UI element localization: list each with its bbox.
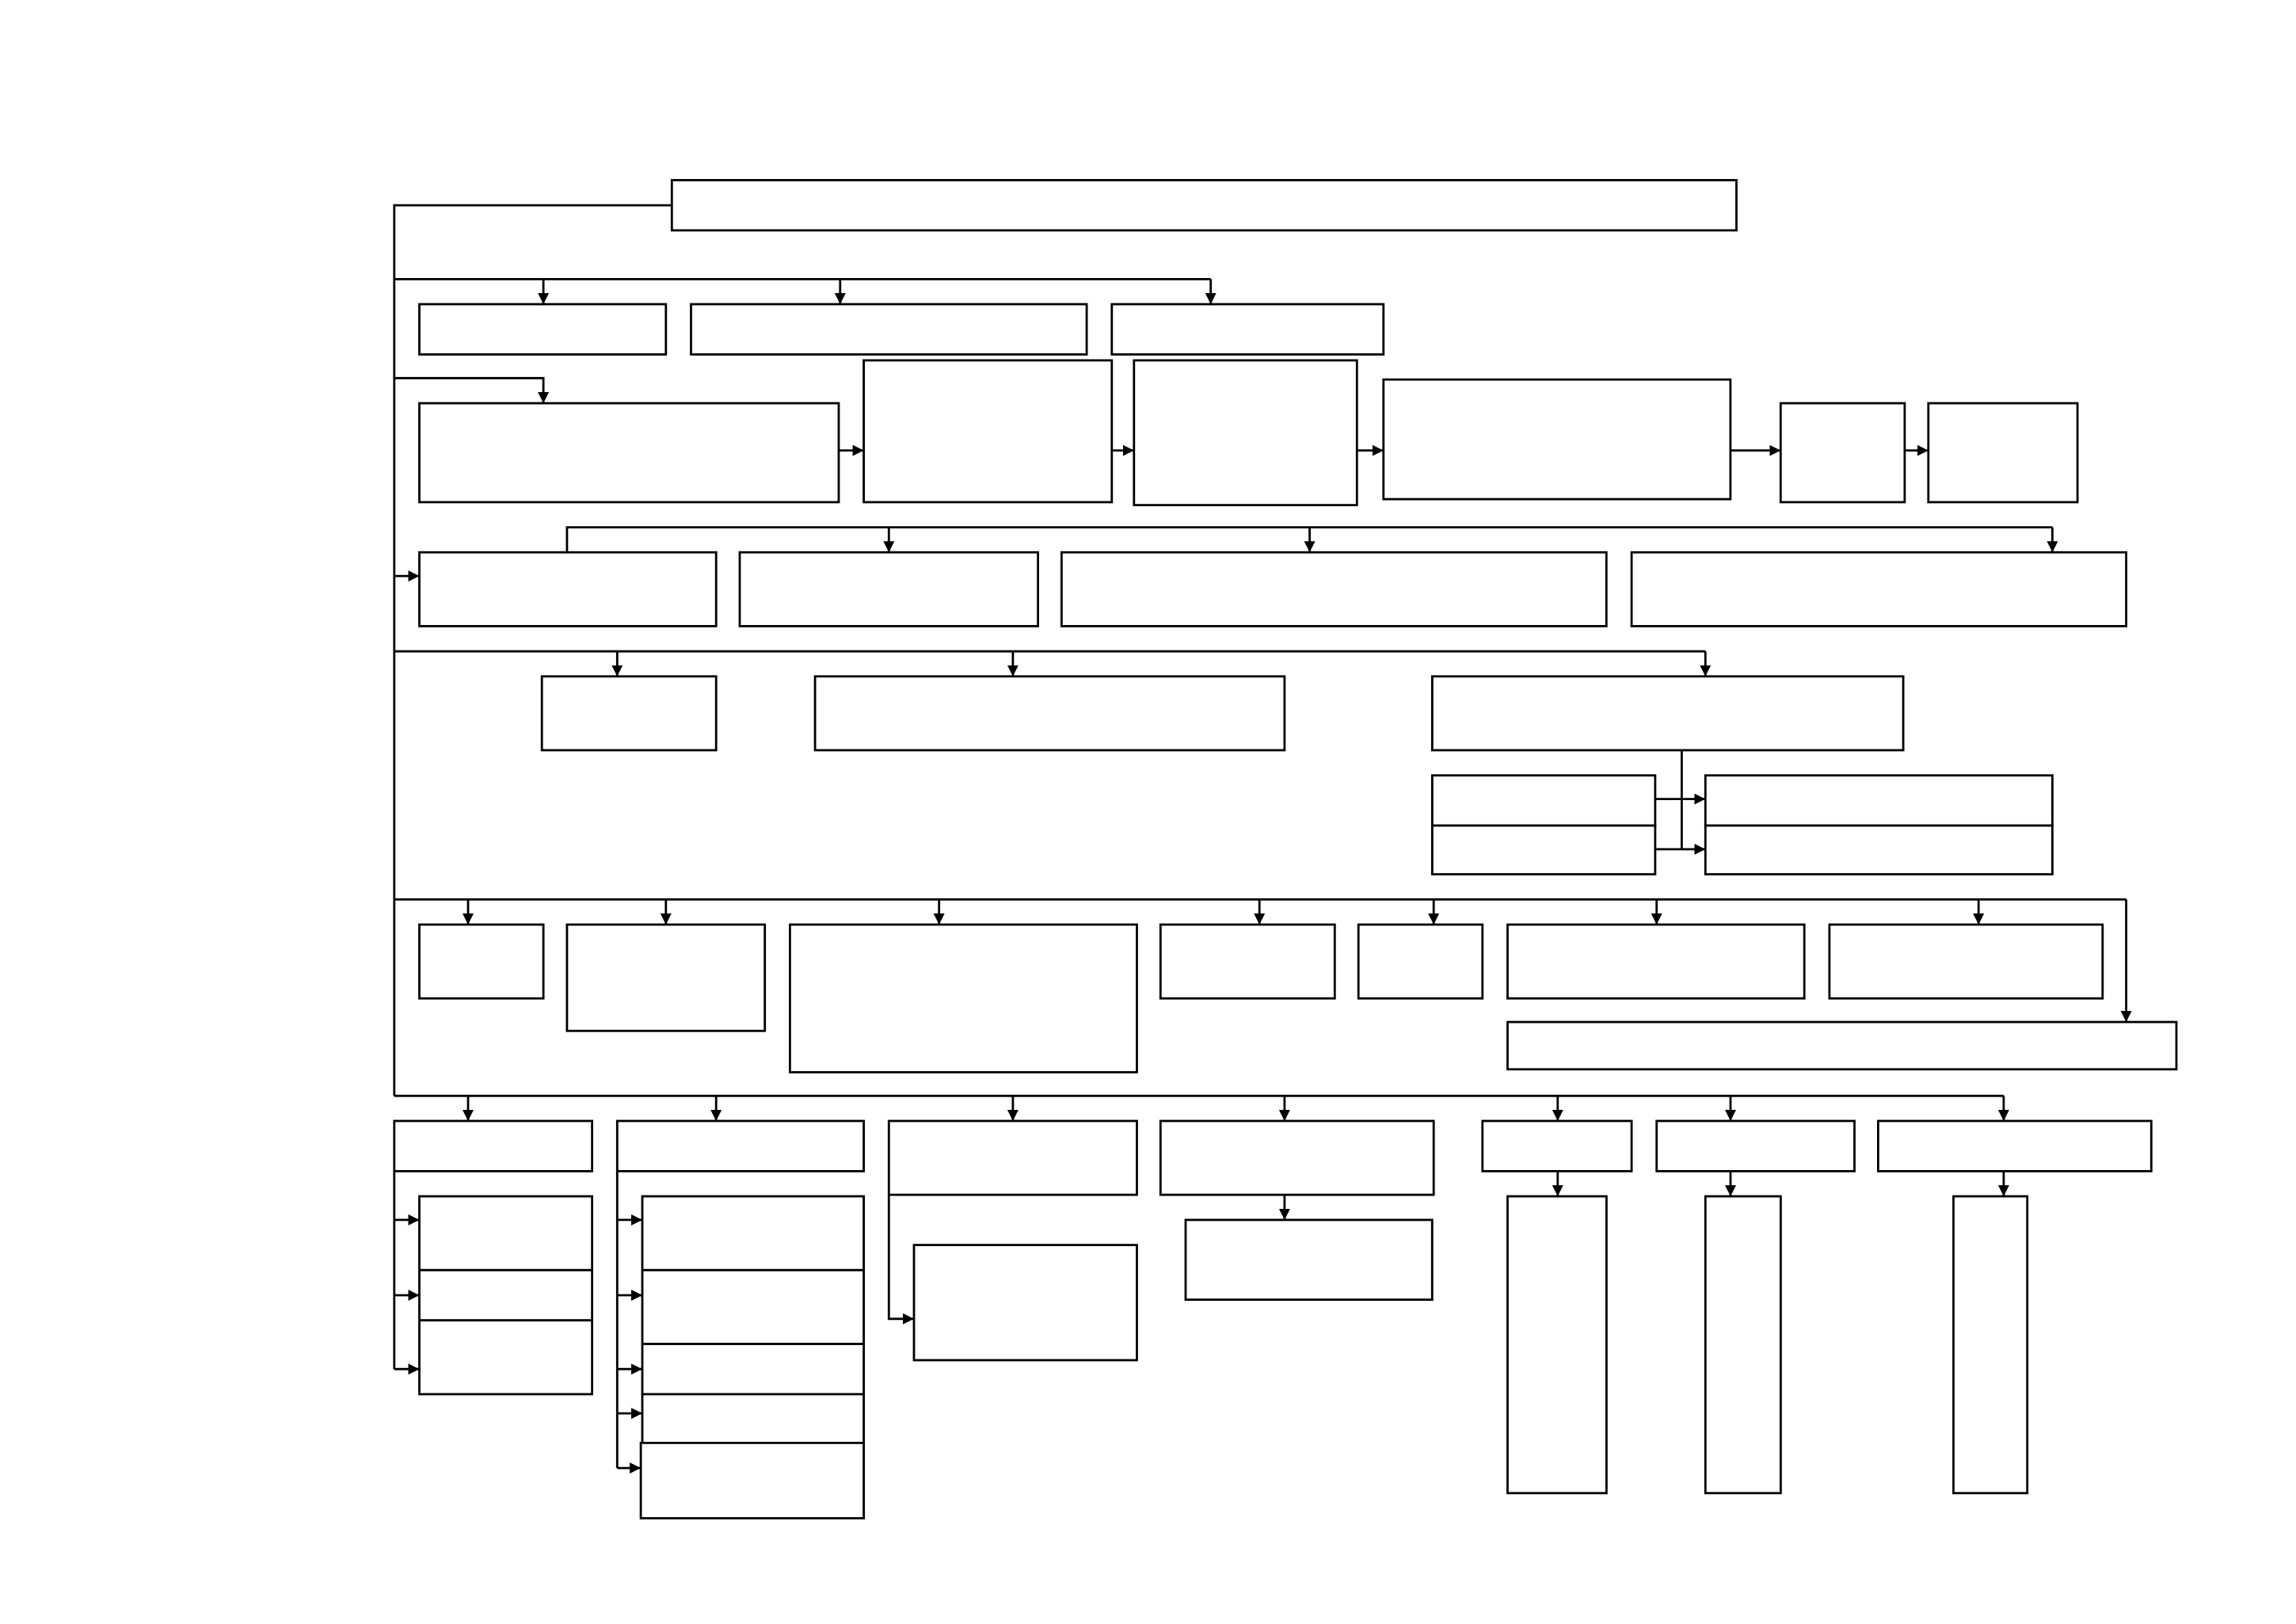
box-r3-6 — [1927, 402, 2079, 504]
box-r6-2 — [565, 923, 767, 1032]
box-r3-1 — [418, 402, 840, 504]
box-c3-sub — [912, 1244, 1138, 1362]
box-r4-4 — [1630, 551, 2128, 627]
box-r5-sub-right-bottom — [1704, 824, 2054, 875]
c3-feed — [887, 1195, 914, 1325]
box-r6-3 — [789, 923, 1138, 1073]
box-r3-4 — [1382, 378, 1732, 501]
box-r7-4 — [1159, 1119, 1435, 1196]
box-r6-6 — [1506, 923, 1806, 1000]
box-r7-6 — [1655, 1119, 1856, 1172]
box-c2-sub-2 — [641, 1268, 866, 1345]
box-r7-2 — [615, 1119, 865, 1172]
box-c7-tall — [1952, 1195, 2029, 1495]
box-r6-5 — [1357, 923, 1484, 1000]
box-r5-1 — [540, 675, 718, 752]
box-r4-1 — [418, 551, 718, 627]
box-title — [670, 178, 1738, 232]
box-c5-tall — [1506, 1195, 1608, 1495]
box-c2-sub-5 — [639, 1442, 865, 1519]
box-r4-3 — [1060, 551, 1608, 627]
box-r3-5 — [1779, 402, 1906, 504]
box-layer — [393, 178, 2178, 1519]
box-c2-sub-1 — [641, 1195, 866, 1271]
box-c6-tall — [1704, 1195, 1782, 1495]
box-c1-sub-3 — [418, 1319, 594, 1396]
box-r2-1 — [418, 303, 668, 356]
box-r2-2 — [690, 303, 1088, 356]
box-r2-3 — [1110, 303, 1385, 356]
box-r7-7 — [1876, 1119, 2153, 1172]
box-r5-sub-right-top — [1704, 774, 2054, 827]
box-c4-sub — [1184, 1218, 1434, 1302]
box-r7-5 — [1481, 1119, 1633, 1172]
box-r5-2 — [813, 675, 1286, 752]
box-r7-1 — [393, 1119, 593, 1172]
box-r6-7 — [1828, 923, 2104, 1000]
box-c1-sub-2 — [418, 1268, 594, 1322]
box-r6-8 — [1506, 1020, 2178, 1071]
box-r5-sub-left-bottom — [1431, 824, 1657, 875]
box-r3-3 — [1133, 359, 1358, 506]
box-r5-3 — [1431, 675, 1905, 752]
box-r4-2 — [738, 551, 1040, 627]
box-r3-2 — [862, 359, 1114, 504]
connector-layer — [393, 204, 2132, 1474]
box-c2-sub-3 — [641, 1343, 866, 1396]
box-r6-4 — [1159, 923, 1336, 1000]
box-r6-1 — [418, 923, 545, 1000]
box-c1-sub-1 — [418, 1195, 594, 1271]
box-r7-3 — [887, 1119, 1138, 1196]
r4-bus — [565, 526, 2053, 553]
spine-connector — [393, 204, 672, 1096]
box-r5-sub-left-top — [1431, 774, 1657, 827]
box-c2-sub-4 — [641, 1393, 866, 1444]
r3-feed — [394, 376, 550, 403]
